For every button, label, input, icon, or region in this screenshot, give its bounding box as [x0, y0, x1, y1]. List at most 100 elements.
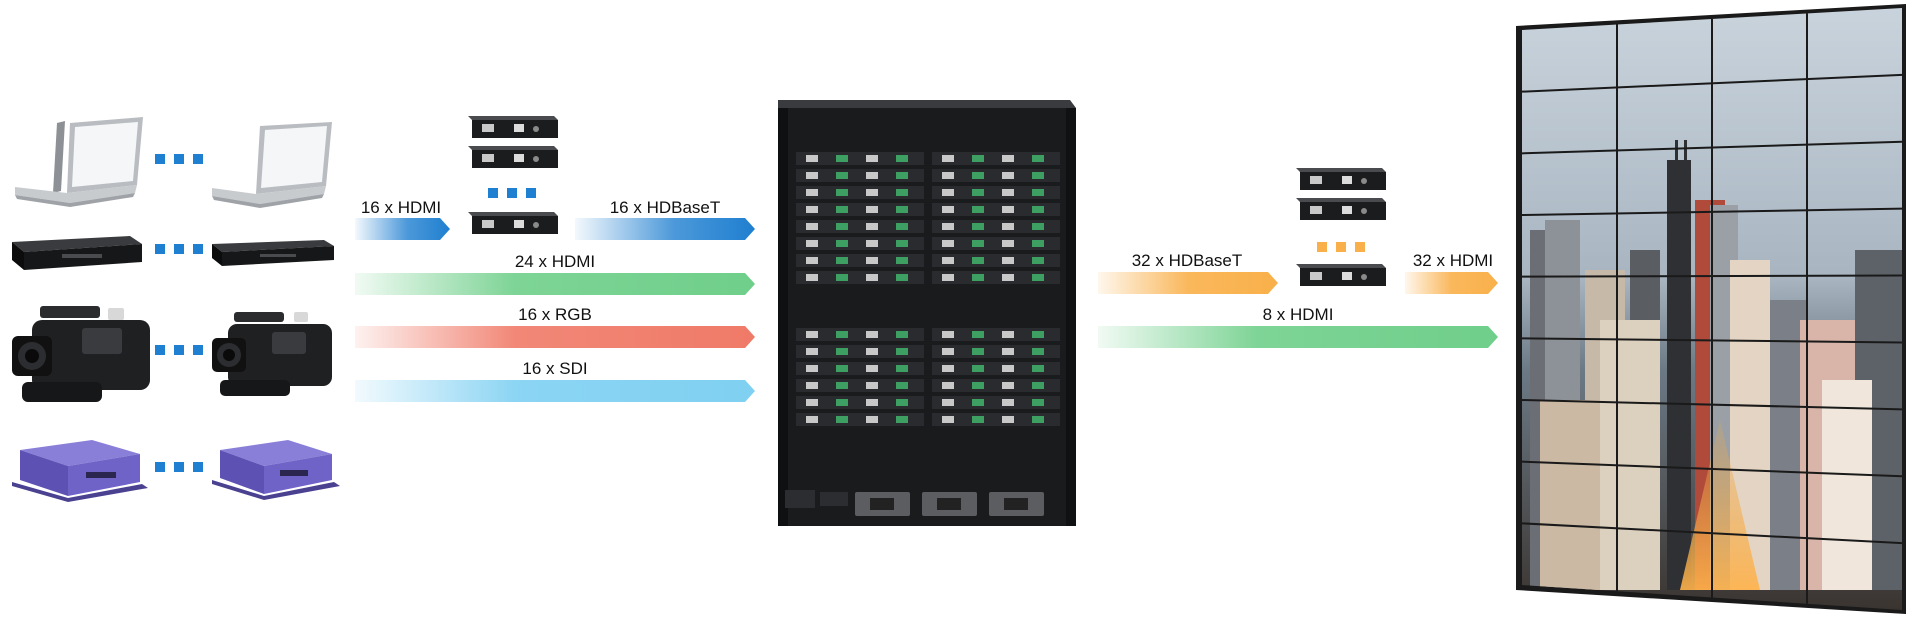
- connector-port: [1032, 206, 1044, 213]
- connector-port: [866, 257, 878, 264]
- label-out-hdmi-8: 8 x HDMI: [1262, 305, 1334, 324]
- connector-port: [972, 189, 984, 196]
- connector-port: [1002, 155, 1014, 162]
- connector-port: [836, 348, 848, 355]
- connector-port: [972, 365, 984, 372]
- connector-port: [942, 223, 954, 230]
- connector-port: [806, 399, 818, 406]
- connector-port: [1002, 240, 1014, 247]
- connector-port: [942, 155, 954, 162]
- connector-port: [896, 382, 908, 389]
- arrow-in-hdmi-16: [355, 218, 450, 240]
- io-card: [932, 271, 1060, 284]
- connector-port: [972, 172, 984, 179]
- connector-port: [866, 382, 878, 389]
- connector-port: [972, 348, 984, 355]
- connector-port: [1032, 155, 1044, 162]
- connector-port: [896, 206, 908, 213]
- io-card: [932, 345, 1060, 358]
- connector-port: [836, 274, 848, 281]
- connector-port: [836, 240, 848, 247]
- bezel-horizontal: [1521, 274, 1903, 278]
- label-in-rgb-16: 16 x RGB: [518, 305, 592, 324]
- connector-port: [1032, 172, 1044, 179]
- io-card: [932, 413, 1060, 426]
- connector-port: [1002, 172, 1014, 179]
- connector-port: [896, 331, 908, 338]
- connector-port: [836, 399, 848, 406]
- arrow-in-hdmi-24: [355, 273, 755, 295]
- ellipsis-dots-receivers: [1317, 242, 1365, 252]
- connector-port: [1032, 223, 1044, 230]
- hdbaset-transmitter-icon: [468, 146, 558, 168]
- connector-port: [1032, 240, 1044, 247]
- arrow-in-rgb-16: [355, 326, 755, 348]
- connector-port: [896, 172, 908, 179]
- connector-port: [866, 365, 878, 372]
- connector-port: [972, 382, 984, 389]
- connector-port: [1002, 206, 1014, 213]
- label-in-hdbaset-16: 16 x HDBaseT: [609, 198, 721, 217]
- connector-port: [836, 172, 848, 179]
- connector-port: [866, 348, 878, 355]
- connector-port: [806, 240, 818, 247]
- io-card: [796, 169, 924, 182]
- connector-port: [942, 206, 954, 213]
- io-card: [932, 203, 1060, 216]
- connector-port: [806, 382, 818, 389]
- connector-port: [942, 240, 954, 247]
- connector-port: [896, 189, 908, 196]
- label-in-sdi-16: 16 x SDI: [522, 359, 588, 378]
- connector-port: [896, 274, 908, 281]
- connector-port: [806, 257, 818, 264]
- connector-port: [836, 223, 848, 230]
- connector-port: [866, 240, 878, 247]
- io-card: [932, 254, 1060, 267]
- io-card: [796, 328, 924, 341]
- arrow-in-hdbaset-16: [575, 218, 755, 240]
- io-card: [796, 237, 924, 250]
- connector-port: [836, 155, 848, 162]
- video-wall-bezels: [1521, 13, 1903, 604]
- connector-port: [896, 416, 908, 423]
- connector-port: [1002, 189, 1014, 196]
- connector-port: [942, 172, 954, 179]
- connector-port: [836, 206, 848, 213]
- io-card: [796, 362, 924, 375]
- bezel-horizontal: [1521, 140, 1903, 155]
- connector-port: [806, 223, 818, 230]
- connector-port: [1002, 257, 1014, 264]
- arrow-out-hdmi-8: [1098, 326, 1498, 348]
- connector-port: [866, 416, 878, 423]
- connector-port: [972, 274, 984, 281]
- ellipsis-dots-laptop: [155, 154, 203, 164]
- connector-port: [836, 189, 848, 196]
- label-out-hdbaset-32: 32 x HDBaseT: [1131, 251, 1243, 270]
- connector-port: [806, 416, 818, 423]
- bezel-horizontal: [1521, 337, 1903, 344]
- hdbaset-transmitter-icon: [468, 116, 558, 138]
- io-card: [796, 203, 924, 216]
- connector-port: [866, 189, 878, 196]
- ellipsis-dots-media-box: [155, 462, 203, 472]
- connector-port: [866, 172, 878, 179]
- connector-port: [1002, 274, 1014, 281]
- connector-port: [942, 274, 954, 281]
- bezel-horizontal: [1521, 399, 1903, 411]
- hdbaset-receiver-icon: [1296, 264, 1386, 286]
- connector-port: [1032, 416, 1044, 423]
- connector-port: [1002, 348, 1014, 355]
- connector-port: [942, 416, 954, 423]
- connector-port: [836, 365, 848, 372]
- connector-port: [1032, 399, 1044, 406]
- media-box-icon: [212, 440, 340, 500]
- laptop-icon: [15, 117, 143, 207]
- connector-port: [836, 331, 848, 338]
- connector-port: [836, 257, 848, 264]
- connector-port: [866, 399, 878, 406]
- connector-port: [1002, 399, 1014, 406]
- connector-port: [972, 206, 984, 213]
- laptop-icon: [212, 122, 332, 208]
